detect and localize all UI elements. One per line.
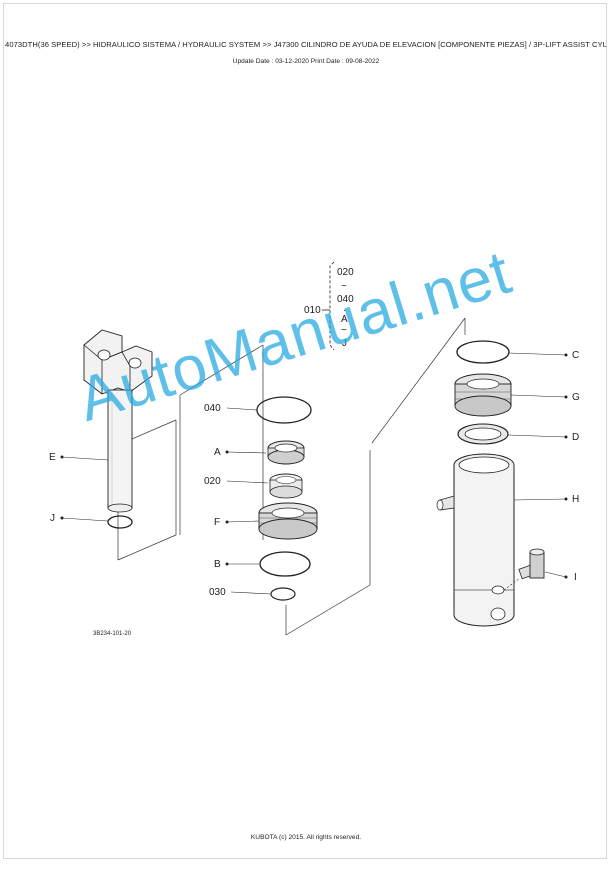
label-h: H xyxy=(572,494,579,505)
label-c: C xyxy=(572,350,579,361)
date-line: Update Date : 03-12-2020 Print Date : 09… xyxy=(232,58,380,65)
clevis-rod-part-e xyxy=(83,329,153,529)
label-030: 030 xyxy=(209,587,226,598)
group-item-j: J xyxy=(342,338,347,349)
group-item-a: A xyxy=(341,314,348,325)
label-d: D xyxy=(572,432,579,443)
label-020: 020 xyxy=(204,476,221,487)
elbow-fitting-i xyxy=(503,548,545,591)
seal-parts-stack xyxy=(256,396,318,601)
label-i: I xyxy=(574,572,577,583)
ring-030 xyxy=(270,587,296,601)
leader-lines xyxy=(60,352,568,595)
o-ring-040 xyxy=(256,396,312,424)
group-item-tilde-1: ~ xyxy=(341,281,347,292)
ring-c xyxy=(456,340,510,364)
page-title: 4073DTH(36 SPEED) >> HIDRAULICO SISTEMA … xyxy=(5,40,607,49)
label-a: A xyxy=(214,447,221,458)
label-j: J xyxy=(50,513,55,524)
panel-right xyxy=(371,317,466,444)
label-040: 040 xyxy=(204,403,221,414)
page-frame xyxy=(3,3,607,859)
group-item-020: 020 xyxy=(337,267,354,278)
o-ring-b xyxy=(259,551,311,577)
copyright-footer: KUBOTA (c) 2015. All rights reserved. xyxy=(250,834,362,841)
figure-code: 3B234-101-20 xyxy=(93,631,132,637)
group-item-040: 040 xyxy=(337,294,354,305)
label-b: B xyxy=(214,559,221,570)
part-labels: E J 040 A 020 F B 030 C G D H I 3B234-10… xyxy=(49,350,580,637)
group-label-010: 010 xyxy=(304,305,321,316)
group-legend: 020 ~ 040 · A ~ J 010 xyxy=(304,261,354,351)
cylinder-parts-stack xyxy=(436,340,545,627)
label-g: G xyxy=(572,392,580,403)
label-e: E xyxy=(49,452,56,463)
label-f: F xyxy=(214,517,220,528)
group-item-dot: · xyxy=(343,305,346,316)
group-item-tilde-2: ~ xyxy=(341,325,347,336)
